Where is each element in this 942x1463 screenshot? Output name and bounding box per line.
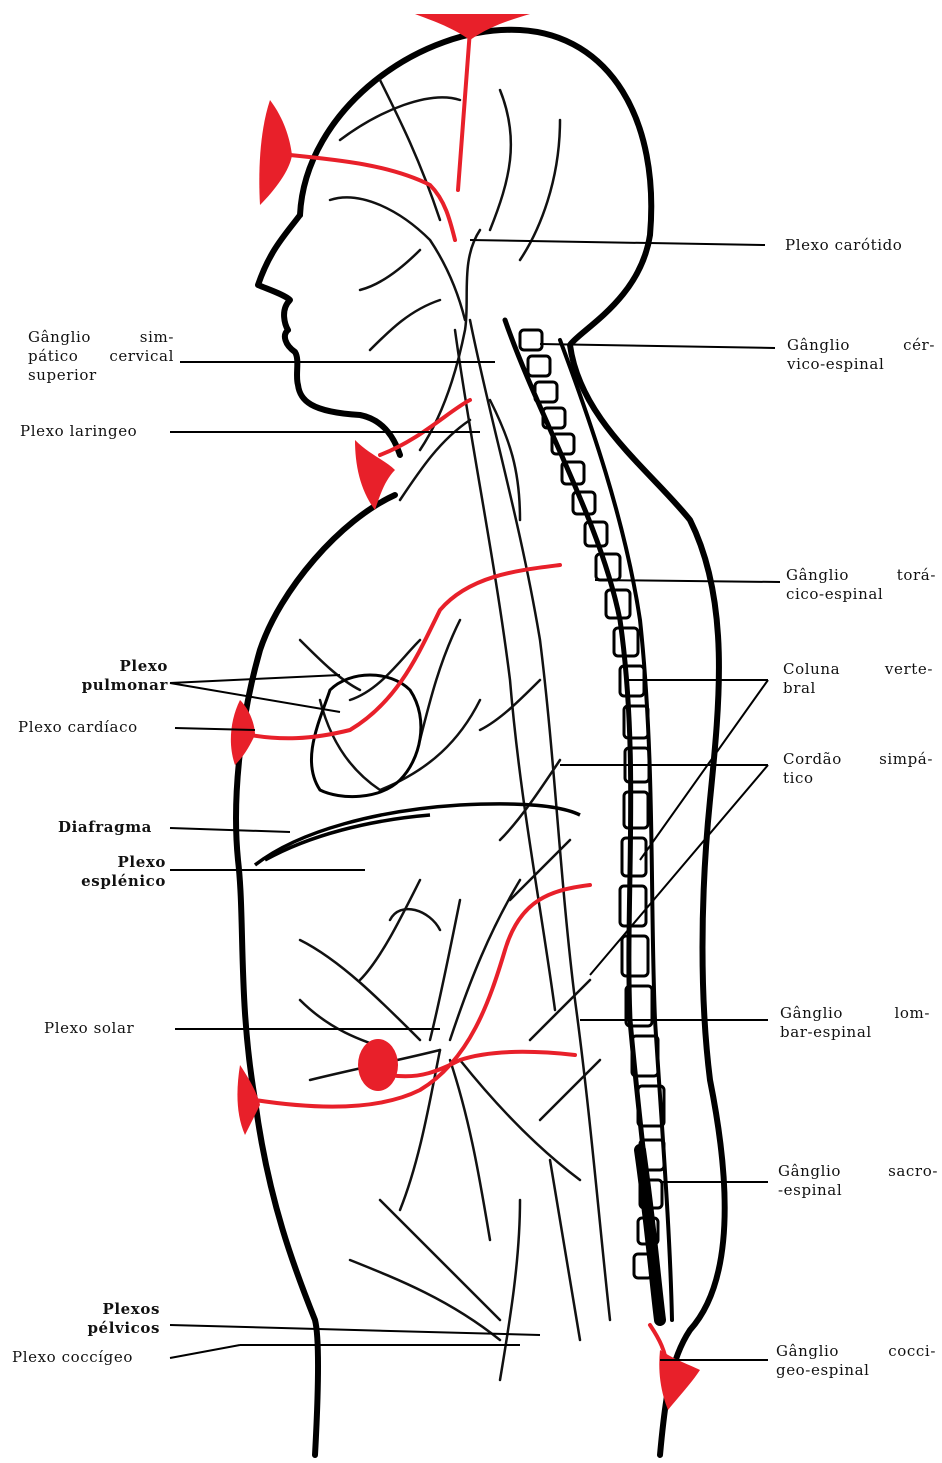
label-plexo-coccigeo: Plexo coccígeo	[12, 1348, 133, 1367]
leader-plexo-coccigeo-a	[170, 1345, 240, 1358]
label-cordao-simpatico: Cordão simpá- tico	[783, 750, 933, 788]
red-ganglion-cardiac	[231, 700, 255, 765]
leader-plexo-pulmonar-b	[170, 683, 340, 712]
label-ganglio-simpatico-cervical: Gânglio sim- pático cervical superior	[28, 328, 174, 385]
vertebra	[520, 330, 542, 350]
leader-plexos-pelvicos	[170, 1325, 540, 1335]
red-ganglion-solar	[358, 1039, 398, 1091]
label-plexo-pulmonar: Plexo pulmonar	[60, 657, 168, 695]
label-plexos-pelvicos: Plexos pélvicos	[60, 1300, 160, 1338]
leader-diafragma	[170, 828, 290, 832]
label-plexo-esplenico: Plexo esplénico	[60, 853, 166, 891]
vertebra	[528, 356, 550, 376]
face-outline	[258, 215, 400, 455]
label-plexo-carotido: Plexo carótido	[785, 236, 902, 255]
red-ganglion-head-front	[259, 100, 292, 205]
leader-coluna-vertebral-b	[640, 680, 768, 860]
red-nerve-paths	[250, 30, 668, 1370]
label-coluna-vertebral: Coluna verte- bral	[783, 660, 933, 698]
label-ganglio-lombar-espinal: Gânglio lom- bar-espinal	[780, 1004, 930, 1042]
leader-cordao-simpatico-b	[590, 765, 768, 975]
label-ganglio-sacro-espinal: Gânglio sacro- -espinal	[778, 1162, 938, 1200]
leader-plexo-carotido	[470, 240, 765, 245]
label-diafragma: Diafragma	[58, 818, 152, 837]
leader-ganglio-toracico-espinal	[595, 580, 780, 582]
vertebra	[624, 792, 648, 828]
front-torso-outline	[236, 495, 395, 1455]
label-ganglio-cervico-espinal: Gânglio cér- vico-espinal	[787, 336, 935, 374]
vertebra	[620, 886, 646, 926]
leader-ganglio-cervico-espinal	[540, 344, 775, 348]
label-ganglio-coccigeo-espinal: Gânglio cocci- geo-espinal	[776, 1342, 936, 1380]
label-plexo-solar: Plexo solar	[44, 1019, 134, 1038]
label-plexo-laringeo: Plexo laringeo	[20, 422, 137, 441]
label-plexo-cardiaco: Plexo cardíaco	[18, 718, 138, 737]
vertebra	[622, 936, 648, 976]
label-ganglio-toracico-espinal: Gânglio torá- cico-espinal	[786, 566, 936, 604]
leader-lines	[170, 240, 780, 1360]
